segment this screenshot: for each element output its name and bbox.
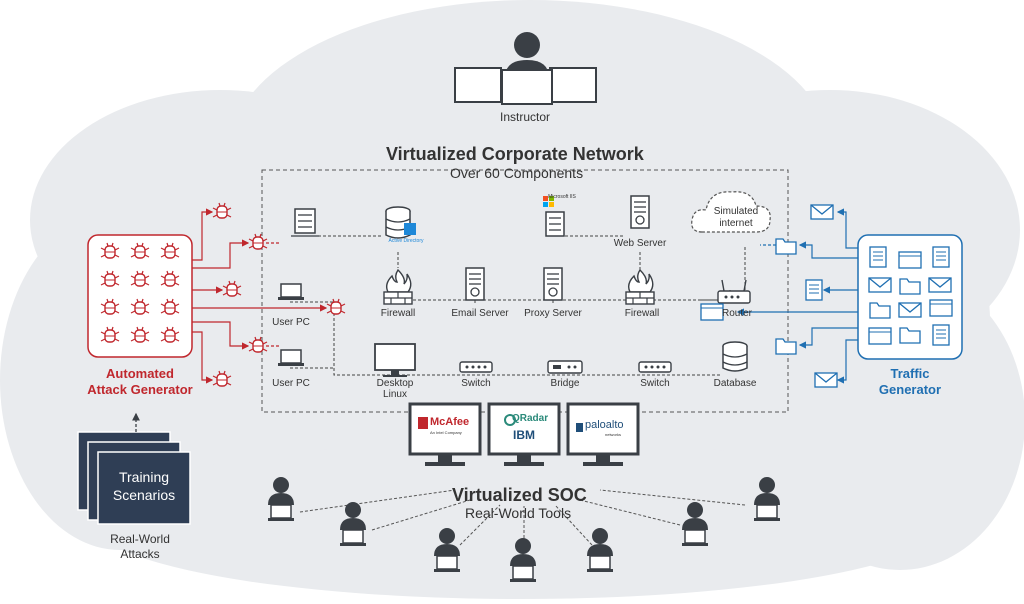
attack-generator-box <box>87 234 193 358</box>
mail-icon <box>810 204 834 220</box>
active-directory-icon <box>385 206 416 239</box>
router-icon <box>717 279 751 304</box>
instructor-label: Instructor <box>499 110 550 124</box>
mail-icon <box>928 277 952 293</box>
document-icon <box>932 324 950 346</box>
web-server-label: Web Server <box>613 238 667 249</box>
firewall-right-label: Firewall <box>624 308 660 319</box>
document-icon <box>805 279 823 301</box>
mcafee-shield-icon <box>418 417 428 429</box>
desktop-linux-icon <box>374 343 416 377</box>
attack-generator-label: Automated Attack Generator <box>87 366 193 397</box>
email-server-icon <box>465 267 485 301</box>
browser-window-icon <box>868 327 892 345</box>
training-scenarios-label: Training Scenarios <box>112 469 176 503</box>
bridge-icon <box>547 360 583 374</box>
qradar-logo-icon <box>504 414 516 426</box>
mcafee-logo-text: McAfee <box>430 416 470 428</box>
browser-window-icon <box>898 251 922 269</box>
user-pc-top-label: User PC <box>272 317 310 328</box>
network-title: Virtualized Corporate Network <box>386 144 644 164</box>
email-server-label: Email Server <box>451 308 509 319</box>
cloud-icon <box>691 191 771 233</box>
qradar-logo-text: QRadar <box>512 413 549 424</box>
proxy-server-label: Proxy Server <box>524 308 582 319</box>
mcafee-tagline: An Intel Company <box>430 430 462 435</box>
bridge-label: Bridge <box>550 378 580 389</box>
switch-right-label: Switch <box>640 378 670 389</box>
user-pc-bottom-label: User PC <box>272 378 310 389</box>
paloalto-tagline: networks <box>605 432 622 437</box>
traffic-arrows <box>736 208 858 384</box>
desktop-linux-label: Desktop Linux <box>376 378 414 400</box>
traffic-generator-label: Traffic Generator <box>878 366 942 397</box>
document-icon <box>869 246 887 268</box>
firewall-left-label: Firewall <box>380 308 416 319</box>
soc-title: Virtualized SOC <box>452 485 587 505</box>
paloalto-logo-text: paloalto <box>585 419 624 431</box>
training-scenarios-stack <box>77 431 191 525</box>
iis-server-icon <box>543 196 565 237</box>
attack-arrows <box>192 208 328 384</box>
active-directory-logo-text: Active Directory <box>388 238 424 244</box>
soc-monitor-qradar <box>487 402 561 466</box>
mail-icon <box>868 277 892 293</box>
mail-icon <box>898 302 922 318</box>
microsoft-iis-logo-text: Microsoft IIS <box>548 194 576 200</box>
database-icon <box>722 341 748 372</box>
document-icon <box>932 246 950 268</box>
real-world-attacks-caption: Real-World Attacks <box>110 532 170 561</box>
ibm-logo-text: IBM <box>513 428 535 442</box>
instructor-icon <box>454 32 597 105</box>
web-server-icon <box>630 195 650 229</box>
browser-window-icon <box>929 299 953 317</box>
user-pc-top-icon <box>277 283 305 301</box>
database-label: Database <box>713 378 757 389</box>
user-pc-bottom-icon <box>277 349 305 367</box>
ad-server-icon <box>291 208 319 237</box>
simulated-internet-label: Simulated internet <box>713 206 759 229</box>
switch-right-icon <box>638 361 672 373</box>
switch-left-icon <box>459 361 493 373</box>
switch-left-label: Switch <box>461 378 491 389</box>
proxy-server-icon <box>543 267 563 301</box>
network-subtitle: Over 60 Components <box>450 165 584 181</box>
soc-subtitle: Real-World Tools <box>465 505 572 521</box>
router-label: Router <box>721 308 752 319</box>
paloalto-logo-icon <box>576 423 583 432</box>
mail-icon <box>814 372 838 388</box>
